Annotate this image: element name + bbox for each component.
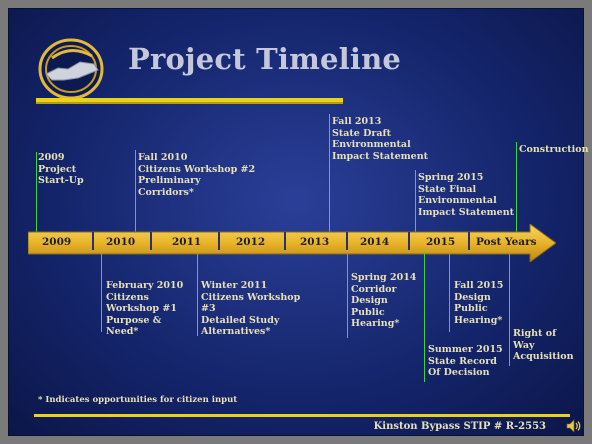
milestone-line: Winter 2011: [201, 280, 268, 291]
milestone-line: Project: [38, 163, 77, 175]
slide-title: Project Timeline: [128, 42, 402, 76]
milestone-line: Fall 2015: [454, 280, 504, 291]
milestone-stem: [449, 252, 450, 332]
year-2010: 2010: [106, 236, 136, 248]
ncdot-state-logo-icon: [38, 38, 104, 100]
milestone-line: Design: [351, 295, 388, 306]
milestone-stem: [135, 150, 136, 234]
year-2009: 2009: [42, 236, 72, 248]
milestone-stem: [36, 152, 37, 234]
milestone-right-of-way: Right of Way Acquisition: [513, 328, 574, 363]
year-2015: 2015: [426, 236, 456, 248]
milestone-line: Citizens: [106, 291, 149, 303]
milestone-line: 2009: [38, 152, 65, 163]
milestone-line: February 2010: [106, 280, 184, 291]
milestone-line: Summer 2015: [428, 344, 503, 355]
year-divider: [150, 232, 152, 250]
year-post-years: Post Years: [476, 236, 537, 248]
citizen-input-footnote: * Indicates opportunities for citizen in…: [38, 395, 238, 405]
milestone-stem: [509, 252, 510, 366]
milestone-stem: [424, 252, 425, 382]
milestone-line: Environmental: [332, 139, 411, 150]
milestone-line: Design: [454, 291, 491, 303]
milestone-line: Way: [513, 339, 535, 351]
milestone-line: Spring 2015: [418, 172, 484, 183]
milestone-stem: [329, 114, 330, 234]
year-2013: 2013: [300, 236, 330, 248]
milestone-line: Public: [351, 306, 385, 318]
milestone-stem: [415, 170, 416, 234]
milestone-stem: [347, 252, 348, 338]
milestone-line: Fall 2013: [332, 116, 382, 127]
milestone-line: Preliminary: [138, 175, 201, 186]
year-2012: 2012: [236, 236, 266, 248]
slide-panel: [8, 8, 584, 436]
speaker-icon[interactable]: [566, 419, 582, 433]
milestone-stem: [197, 252, 198, 336]
milestone-stem: [101, 252, 102, 332]
milestone-line: Impact Statement: [418, 206, 515, 218]
milestone-february-2010: February 2010 Citizens Workshop #1 Purpo…: [106, 280, 183, 338]
milestone-line: Hearing*: [351, 318, 400, 329]
milestone-line: Citizens Workshop: [201, 291, 301, 303]
project-footer-title: Kinston Bypass STIP # R-2553: [373, 421, 546, 432]
title-underline: [36, 98, 343, 102]
milestone-2009-startup: 2009 Project Start-Up: [38, 152, 84, 187]
milestone-line: Purpose &: [106, 314, 162, 326]
milestone-construction: Construction: [519, 144, 588, 156]
year-divider: [218, 232, 220, 250]
milestone-spring-2015: Spring 2015 State Final Environmental Im…: [418, 172, 514, 218]
milestone-line: State Final: [418, 183, 477, 195]
milestone-stem: [516, 142, 517, 234]
milestone-line: Citizens Workshop #2: [138, 163, 256, 175]
milestone-fall-2015: Fall 2015 Design Public Hearing*: [454, 280, 503, 326]
milestone-line: Detailed Study: [201, 314, 280, 326]
milestone-line: Fall 2010: [138, 152, 188, 163]
milestone-line: Environmental: [418, 195, 497, 206]
milestone-line: Construction: [519, 144, 589, 155]
milestone-line: Hearing*: [454, 314, 503, 326]
milestone-line: Impact Statement: [332, 150, 429, 162]
milestone-line: Workshop #1: [106, 303, 177, 314]
year-divider: [92, 232, 94, 250]
milestone-line: #3: [201, 303, 216, 314]
milestone-line: Right of: [513, 328, 557, 339]
milestone-winter-2011: Winter 2011 Citizens Workshop #3 Detaile…: [201, 280, 300, 338]
milestone-line: Corridors*: [138, 186, 194, 198]
milestone-line: Alternatives*: [201, 326, 271, 337]
milestone-line: Start-Up: [38, 175, 84, 186]
milestone-fall-2010: Fall 2010 Citizens Workshop #2 Prelimina…: [138, 152, 255, 198]
footer-rule: [34, 414, 570, 417]
milestone-line: Corridor: [351, 283, 397, 295]
title-underline-shadow: [36, 102, 343, 104]
milestone-line: Public: [454, 303, 488, 314]
year-divider: [346, 232, 348, 250]
milestone-line: Need*: [106, 326, 139, 337]
year-divider: [284, 232, 286, 250]
milestone-line: Spring 2014: [351, 272, 417, 283]
milestone-spring-2014: Spring 2014 Corridor Design Public Heari…: [351, 272, 416, 330]
milestone-line: State Draft: [332, 127, 392, 139]
year-2014: 2014: [360, 236, 390, 248]
milestone-line: Acquisition: [513, 351, 574, 362]
year-2011: 2011: [172, 236, 202, 248]
milestone-line: Of Decision: [428, 367, 490, 378]
milestone-summer-2015: Summer 2015 State Record Of Decision: [428, 344, 503, 379]
milestone-line: State Record: [428, 355, 497, 367]
year-divider: [408, 232, 410, 250]
year-divider: [468, 232, 470, 250]
milestone-fall-2013: Fall 2013 State Draft Environmental Impa…: [332, 116, 428, 162]
